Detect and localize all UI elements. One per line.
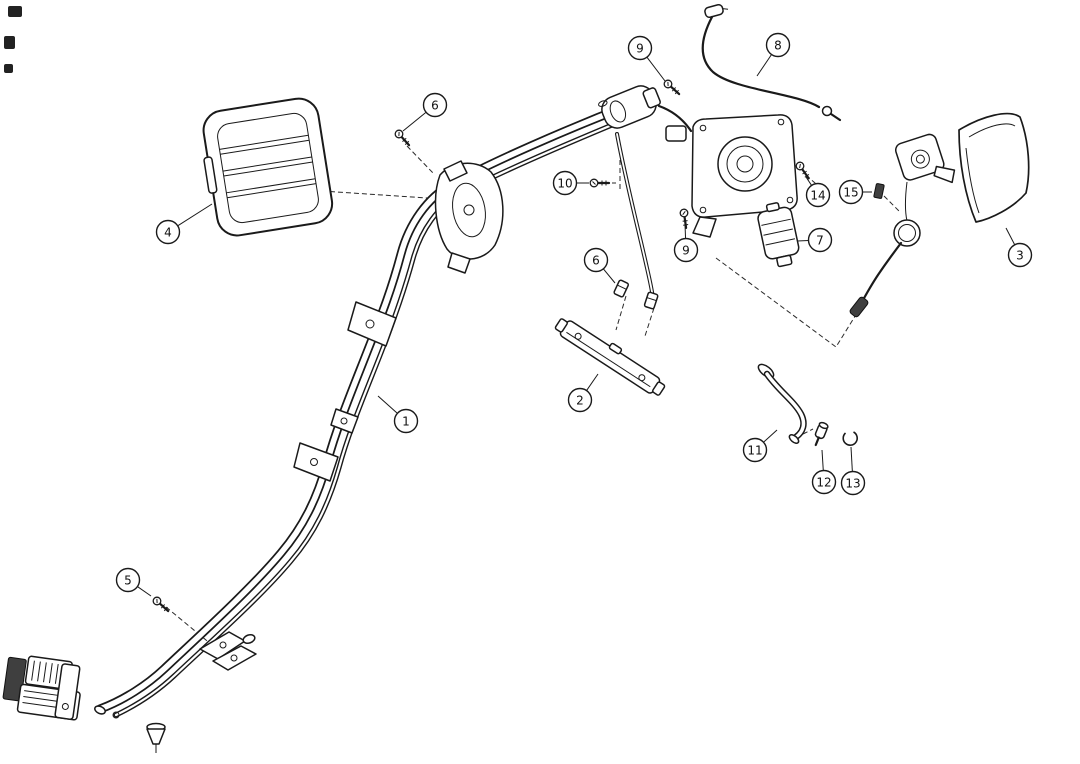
- callout-balloon[interactable]: [838, 179, 864, 205]
- callout-leader: [137, 586, 152, 597]
- callout-9a[interactable]: 9: [627, 35, 666, 82]
- callout-13[interactable]: 13: [840, 446, 866, 496]
- part-13-clip: [842, 431, 858, 446]
- part-3-fuel-door: [849, 112, 1030, 318]
- callout-leader: [796, 239, 809, 242]
- callout-leader: [763, 429, 778, 443]
- part-2-mounting-rail: [554, 318, 666, 396]
- callout-balloon[interactable]: [422, 92, 448, 118]
- screw-6-upper: [394, 129, 411, 147]
- callout-4[interactable]: 4: [155, 203, 213, 245]
- callout-balloon[interactable]: [115, 567, 141, 593]
- callout-number: 13: [845, 477, 860, 491]
- callout-balloon[interactable]: [567, 387, 593, 413]
- callout-number: 8: [774, 39, 782, 53]
- callout-number: 15: [843, 186, 858, 200]
- callout-number: 6: [431, 99, 439, 113]
- callout-leader: [756, 54, 772, 77]
- callout-number: 10: [557, 177, 572, 191]
- screw-5: [152, 596, 170, 613]
- callout-number: 3: [1016, 249, 1024, 263]
- screw-9-lower: [679, 208, 689, 229]
- callout-10[interactable]: 10: [552, 170, 590, 196]
- part-1-filler-pipe-assembly: [95, 99, 655, 718]
- screw-9-upper: [663, 79, 681, 96]
- pipe-end-assembly: [2, 631, 257, 753]
- callout-leader: [602, 268, 616, 284]
- callout-leader: [586, 373, 599, 391]
- callout-balloon[interactable]: [673, 237, 699, 263]
- callout-leader: [1005, 227, 1016, 246]
- callout-balloon[interactable]: [627, 35, 653, 61]
- callout-balloon[interactable]: [840, 470, 866, 496]
- callout-7[interactable]: 7: [796, 227, 833, 253]
- callout-number: 5: [124, 574, 132, 588]
- callout-balloon[interactable]: [742, 437, 768, 463]
- callout-balloon[interactable]: [583, 247, 609, 273]
- callout-number: 6: [592, 254, 600, 268]
- callout-number: 4: [164, 226, 172, 240]
- part-12-fitting: [814, 421, 829, 447]
- callout-balloon[interactable]: [805, 182, 831, 208]
- callout-balloon[interactable]: [765, 32, 791, 58]
- callout-balloon[interactable]: [811, 469, 837, 495]
- callout-number: 14: [810, 189, 825, 203]
- callout-balloon[interactable]: [807, 227, 833, 253]
- callout-leader: [821, 449, 824, 471]
- callout-number: 9: [636, 42, 644, 56]
- callout-2[interactable]: 2: [567, 373, 599, 413]
- callout-11[interactable]: 11: [742, 429, 778, 463]
- callout-5[interactable]: 5: [115, 567, 152, 597]
- edge-artifacts: [4, 6, 22, 73]
- callout-number: 9: [682, 244, 690, 258]
- part-8-cable: [701, 3, 842, 122]
- part-4-protector-bracket: [202, 97, 334, 237]
- part-7-canister: [757, 202, 800, 268]
- callout-1[interactable]: 1: [377, 395, 419, 434]
- screws: [152, 79, 810, 613]
- callout-14[interactable]: 14: [805, 176, 831, 208]
- callout-number: 12: [816, 476, 831, 490]
- callout-3[interactable]: 3: [1005, 227, 1033, 268]
- callout-6a[interactable]: 6: [402, 92, 448, 132]
- part-11-drain-hose: [757, 363, 807, 444]
- callout-balloon[interactable]: [155, 219, 181, 245]
- callout-number: 7: [816, 234, 824, 248]
- callout-number: 11: [747, 444, 762, 458]
- callout-balloon[interactable]: [552, 170, 578, 196]
- callout-balloon[interactable]: [1007, 242, 1033, 268]
- callout-balloon[interactable]: [393, 408, 419, 434]
- callout-15[interactable]: 15: [838, 179, 873, 205]
- part-6-clips: [613, 279, 659, 310]
- callout-leader: [177, 203, 213, 227]
- callout-leader: [684, 223, 687, 239]
- callout-number: 2: [576, 394, 584, 408]
- callout-leader: [646, 56, 666, 82]
- callout-leader: [402, 111, 427, 132]
- callout-leader: [850, 446, 853, 472]
- callout-12[interactable]: 12: [811, 449, 837, 495]
- screw-10: [589, 178, 611, 188]
- callout-leader: [805, 176, 813, 186]
- callout-number: 1: [402, 415, 410, 429]
- callout-9b[interactable]: 9: [673, 223, 699, 263]
- filler-head-module: [598, 85, 798, 238]
- callout-8[interactable]: 8: [756, 32, 791, 77]
- screw-14: [795, 161, 810, 180]
- part-15-grommet: [873, 183, 885, 199]
- callout-leader: [377, 395, 398, 414]
- callout-6b[interactable]: 6: [583, 247, 616, 284]
